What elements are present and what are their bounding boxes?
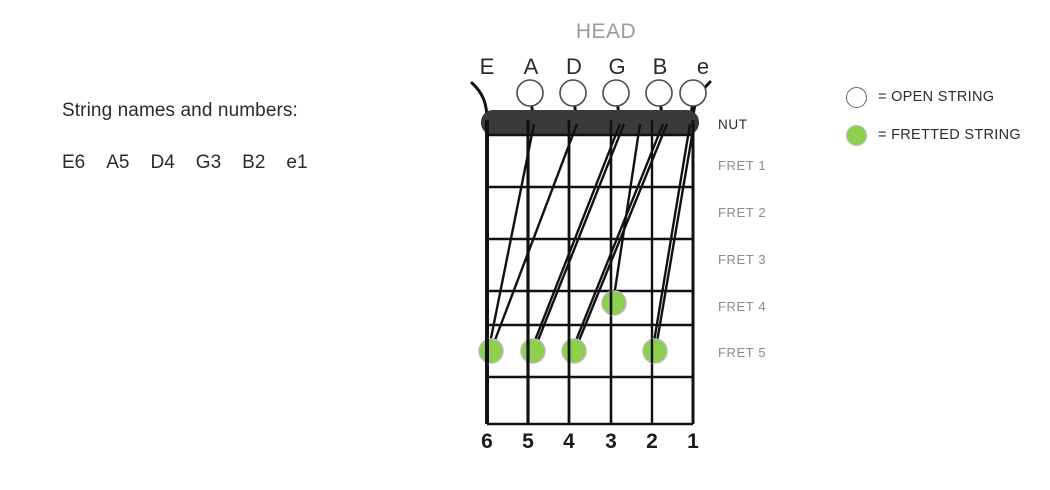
open-string-circle-A5	[516, 79, 544, 107]
legend: = OPEN STRING = FRETTED STRING	[846, 82, 1046, 158]
filled-green-circle-icon	[846, 124, 867, 146]
fretted-dot-string5-fret5	[520, 338, 546, 364]
leader-line-b-to-E6-fret5	[490, 123, 579, 349]
legend-item-fretted-string: = FRETTED STRING	[846, 120, 1046, 150]
leader-line-to-G3-fret4	[611, 123, 642, 304]
string-name-2: B2	[242, 152, 266, 173]
string-name-4: D4	[150, 152, 175, 173]
string-letter-row: E A D G B e	[480, 54, 712, 80]
fretted-dot-string6-fret5	[478, 338, 504, 364]
leader-line-to-D4-fret5	[571, 123, 665, 349]
string-letter-D: D	[566, 54, 582, 79]
string-name-3: G3	[195, 152, 222, 173]
open-string-circle-D4	[559, 79, 587, 107]
fretted-dot-string3-fret4	[601, 290, 627, 316]
leader-line-b-to-B2-fret5	[654, 123, 696, 349]
legend-label-open-string: = OPEN STRING	[878, 89, 995, 105]
leader-line-to-E6-fret5	[487, 123, 536, 349]
fretted-dot-string2-fret5	[642, 338, 668, 364]
row-label-fret-1: FRET 1	[718, 158, 767, 173]
open-string-circle-B2	[645, 79, 673, 107]
string-number-2: 2	[646, 430, 658, 453]
leader-line-to-B2-fret5	[651, 123, 692, 349]
leader-line-b-to-A5-fret5	[533, 123, 626, 349]
fretted-dot-string4-fret5	[561, 338, 587, 364]
string-letter-E: E	[479, 54, 495, 79]
head-label: HEAD	[575, 20, 637, 43]
string-number-1: 1	[687, 430, 699, 453]
string-number-4: 4	[563, 430, 575, 453]
string-letter-e: e	[696, 54, 710, 79]
legend-label-fretted-string: = FRETTED STRING	[878, 127, 1021, 143]
row-label-fret-5: FRET 5	[718, 345, 767, 360]
string-number-row: 6 5 4 3 2 1	[480, 428, 712, 456]
open-string-circle-G3	[602, 79, 630, 107]
leader-line-to-A5-fret5	[530, 123, 622, 349]
string-number-5: 5	[522, 430, 534, 453]
row-label-fret-4: FRET 4	[718, 299, 767, 314]
string-name-1: e1	[286, 152, 308, 173]
string-name-6: E6	[62, 152, 86, 173]
legend-item-open-string: = OPEN STRING	[846, 82, 1046, 112]
row-label-fret-2: FRET 2	[718, 205, 767, 220]
string-letter-G: G	[608, 54, 626, 79]
nut-bar	[481, 110, 699, 135]
string-name-5: A5	[106, 152, 130, 173]
open-circle-icon	[846, 86, 867, 108]
fret-label-column: NUT FRET 1 FRET 2 FRET 3 FRET 4 FRET 5	[718, 0, 808, 490]
string-letter-A: A	[523, 54, 539, 79]
string-names-title: String names and numbers:	[62, 100, 298, 121]
string-letter-B: B	[652, 54, 668, 79]
string-number-6: 6	[481, 430, 493, 453]
row-label-nut: NUT	[718, 117, 748, 132]
string-names-panel: String names and numbers: E6 A5 D4 G3 B2 e1	[62, 100, 462, 174]
string-names-list: E6 A5 D4 G3 B2 e1	[62, 152, 462, 174]
row-label-fret-3: FRET 3	[718, 252, 767, 267]
open-string-circle-e1	[679, 79, 707, 107]
string-number-3: 3	[605, 430, 617, 453]
leader-line-b-to-D4-fret5	[574, 123, 669, 349]
